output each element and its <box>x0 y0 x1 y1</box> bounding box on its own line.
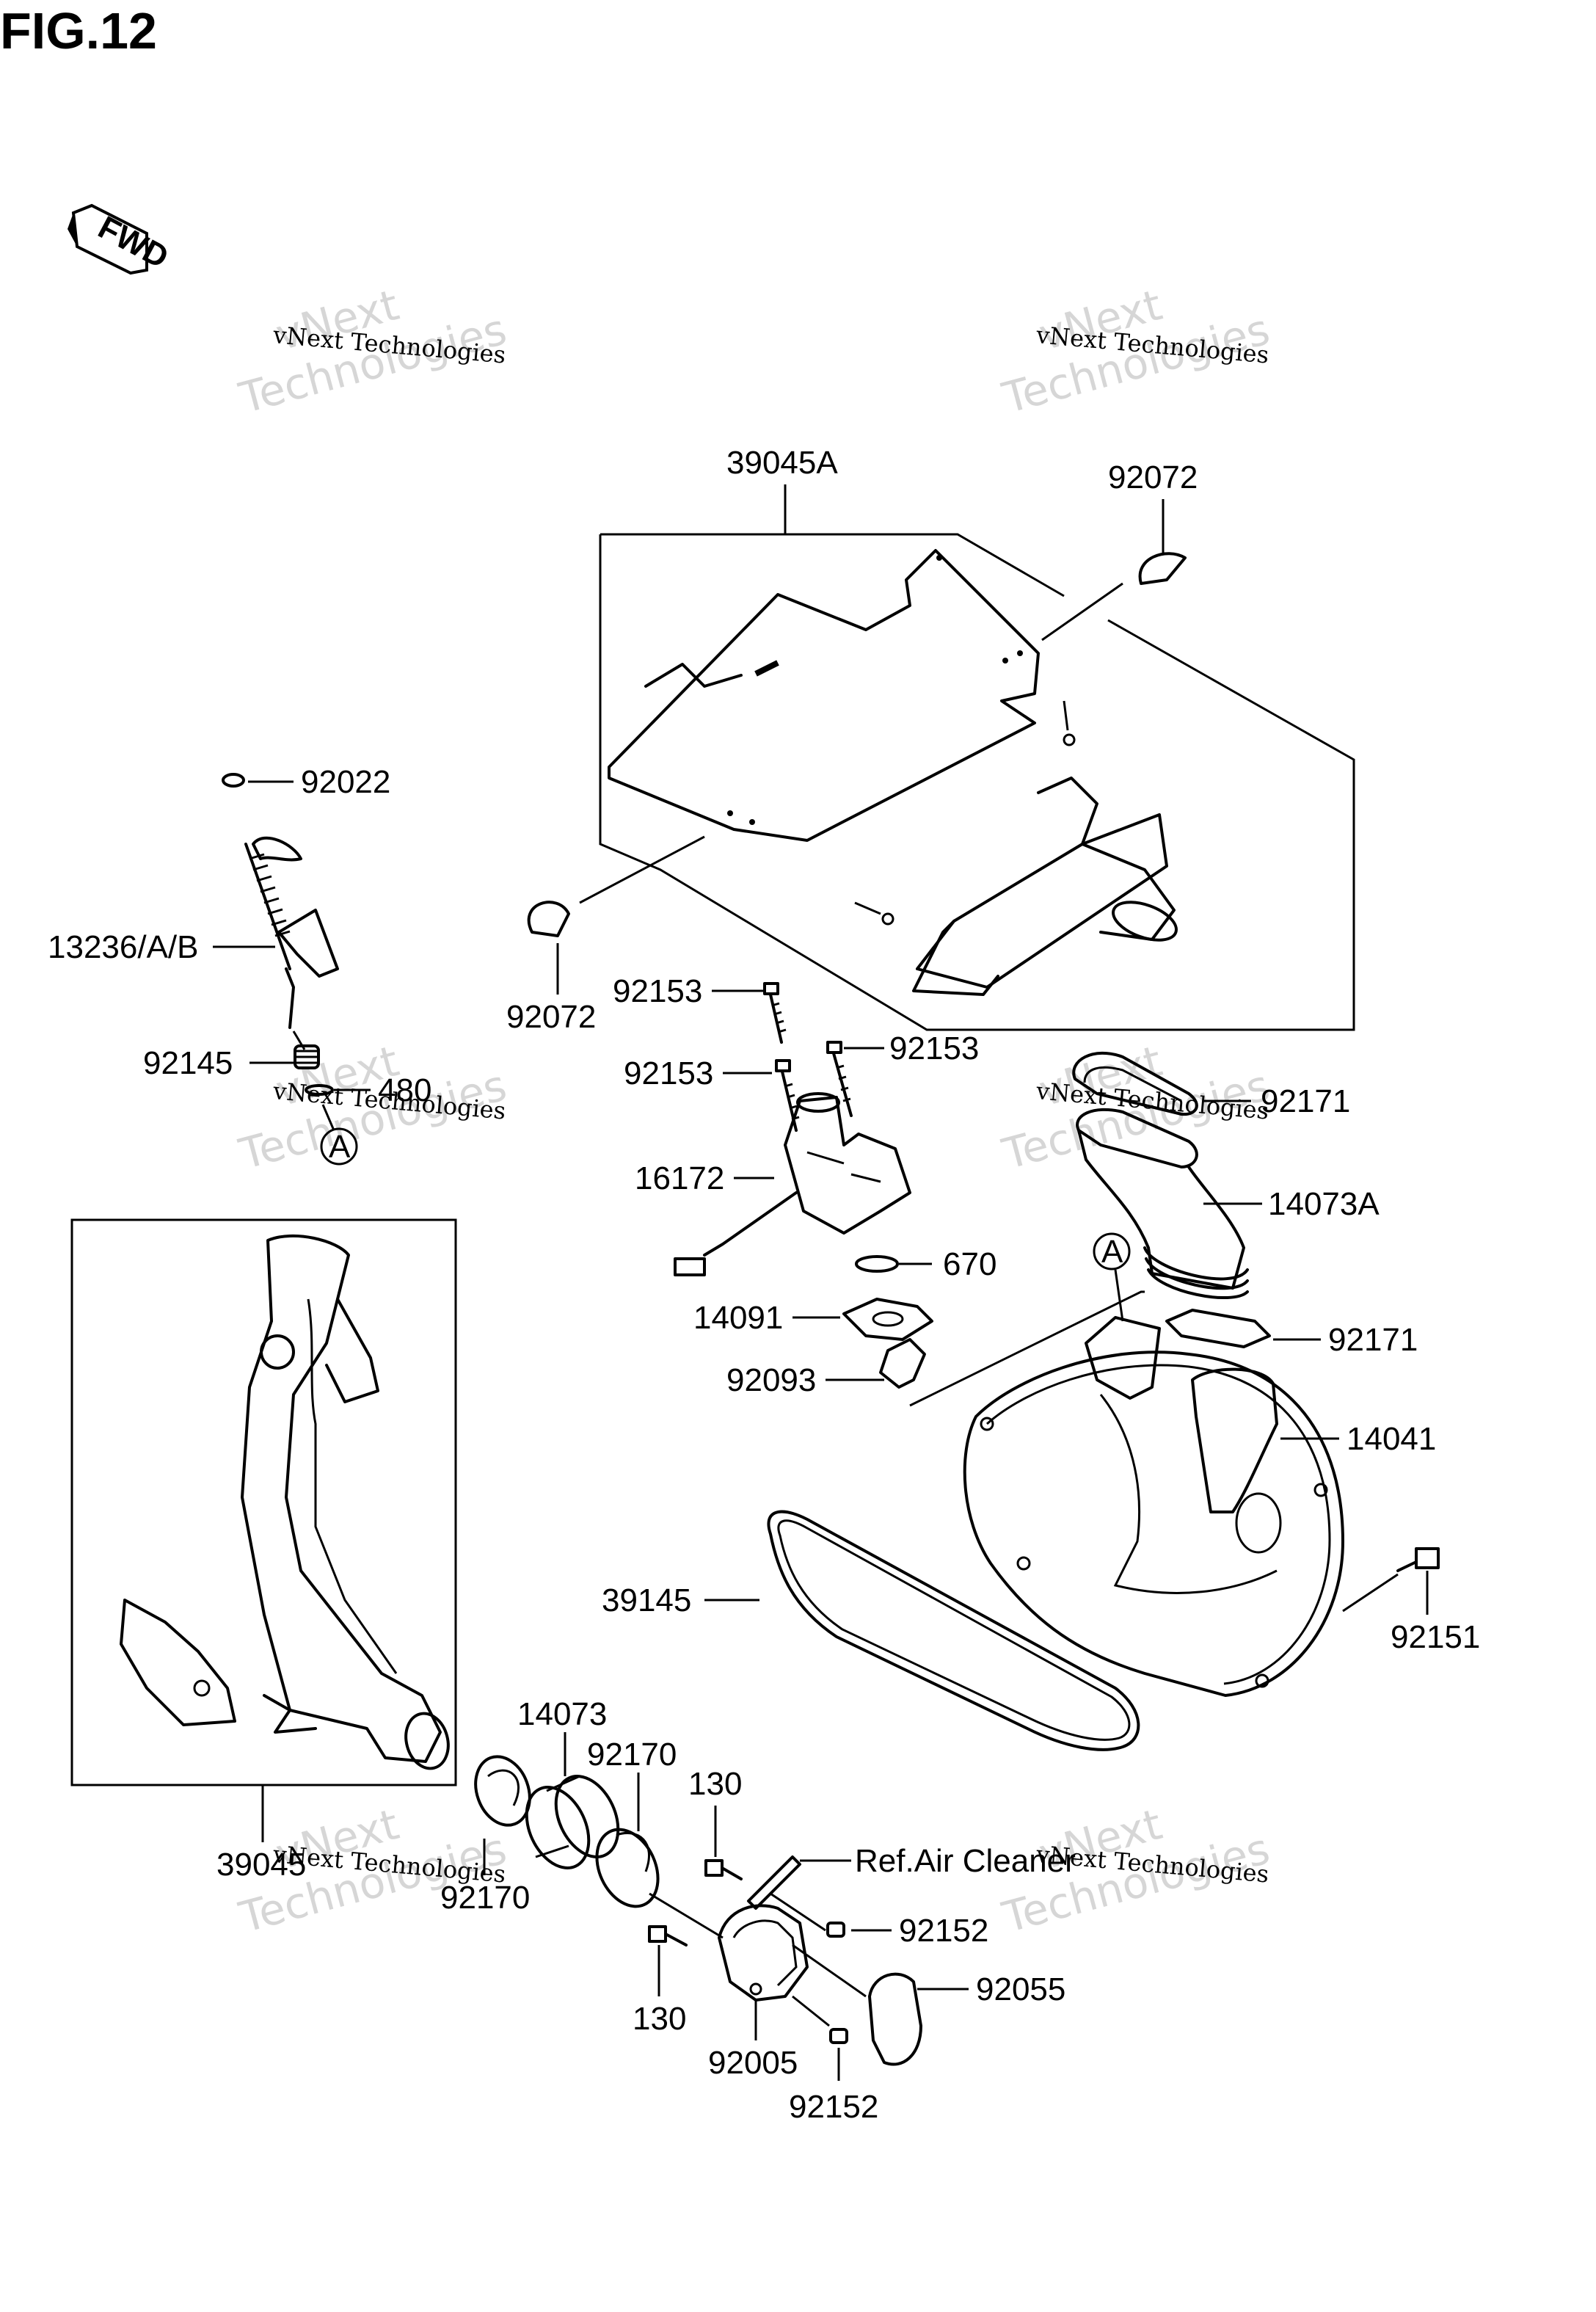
frame-39045A-top <box>600 533 1065 597</box>
joint-14073 <box>525 1775 620 1869</box>
label-92093: 92093 <box>726 1362 816 1398</box>
label-39045: 39045 <box>216 1847 306 1883</box>
nut-92152-upper <box>826 1922 845 1938</box>
screw-small-left <box>854 901 881 915</box>
label-92151: 92151 <box>1391 1619 1480 1655</box>
spring-92145 <box>294 1044 320 1069</box>
clamp-92171-a <box>1072 1051 1198 1116</box>
bolt-92151 <box>1396 1547 1440 1572</box>
label-92072-left: 92072 <box>506 999 596 1035</box>
gasket-92093 <box>879 1338 926 1389</box>
label-92055: 92055 <box>976 1971 1065 2007</box>
label-670: 670 <box>943 1246 996 1282</box>
label-480: 480 <box>378 1072 431 1108</box>
label-92152-a: 92152 <box>899 1913 988 1949</box>
label-16172: 16172 <box>635 1160 724 1196</box>
plate-edge-detail <box>644 663 743 688</box>
plate-slot <box>754 660 779 677</box>
air-duct-cover-plate <box>608 549 1040 842</box>
label-92022: 92022 <box>301 764 390 800</box>
label-14041: 14041 <box>1347 1421 1436 1457</box>
bolt-92153-b <box>775 1059 800 1132</box>
drive-belt-39145 <box>767 1510 1140 1751</box>
svg-text:A: A <box>329 1129 351 1165</box>
label-39045A: 39045A <box>726 445 838 481</box>
clamp-92170-left <box>474 1755 531 1827</box>
bolt-92153-c <box>826 1041 853 1117</box>
label-92152-b: 92152 <box>789 2089 878 2125</box>
label-92171-a: 92171 <box>1261 1083 1350 1119</box>
duct-side-boot <box>1081 843 1176 941</box>
cover-92005 <box>718 1904 809 2002</box>
duct-outlet <box>1112 901 1178 942</box>
duct-top-bracket <box>1037 777 1098 846</box>
label-14073: 14073 <box>517 1696 607 1732</box>
label-92145: 92145 <box>143 1045 233 1081</box>
washer-92022 <box>222 773 245 788</box>
label-39145: 39145 <box>602 1582 691 1618</box>
label-13236: 13236/A/B <box>48 929 199 965</box>
gasket-92055 <box>868 1972 922 2066</box>
label-92170-b: 92170 <box>440 1880 530 1916</box>
bolt-92153-a <box>763 982 787 1044</box>
converter-cover-14041 <box>963 1316 1344 1697</box>
label-92153-a: 92153 <box>613 973 702 1009</box>
label-130-a: 130 <box>688 1766 742 1802</box>
holder-14091 <box>842 1298 933 1341</box>
cable-spring-13236 <box>244 836 339 1029</box>
reference-A-right <box>1093 1232 1131 1270</box>
bolt-130-upper <box>704 1859 743 1880</box>
actuator-16172 <box>674 1092 911 1276</box>
intake-duct-end <box>912 920 999 996</box>
label-130-b: 130 <box>633 2001 686 2037</box>
connect-line-A <box>909 1290 1145 1407</box>
label-14091: 14091 <box>693 1300 783 1336</box>
label-92153-c: 92153 <box>889 1030 979 1066</box>
clamp-92170-right <box>595 1828 660 1908</box>
label-92005: 92005 <box>708 2045 798 2081</box>
clip-92072-left <box>527 901 570 937</box>
label-92171-b: 92171 <box>1328 1322 1418 1358</box>
frame-39045A <box>599 534 1355 1031</box>
figure-title: FIG.12 <box>0 2 157 59</box>
label-14073A: 14073A <box>1268 1186 1380 1222</box>
oring-480 <box>305 1084 334 1096</box>
clamp-92171-b <box>1165 1309 1271 1348</box>
svg-text:A: A <box>1101 1234 1123 1270</box>
clip-92072-top <box>1138 552 1187 585</box>
label-92170-a: 92170 <box>587 1737 677 1773</box>
label-92153-b: 92153 <box>624 1055 713 1091</box>
bolt-130-lower <box>648 1925 688 1946</box>
boot-14073A <box>1076 1108 1249 1299</box>
label-ref-air-cleaner: Ref.Air Cleaner <box>855 1843 1076 1879</box>
reference-A-left <box>320 1127 358 1166</box>
frame-39045 <box>70 1218 457 1786</box>
intake-duct-39045 <box>120 1234 450 1770</box>
fwd-arrow-icon: FWD <box>68 203 174 276</box>
oring-670 <box>855 1255 899 1273</box>
air-cleaner-pipe <box>747 1855 801 1910</box>
nut-92152-lower <box>829 2028 848 2044</box>
label-92072-top: 92072 <box>1108 459 1198 495</box>
